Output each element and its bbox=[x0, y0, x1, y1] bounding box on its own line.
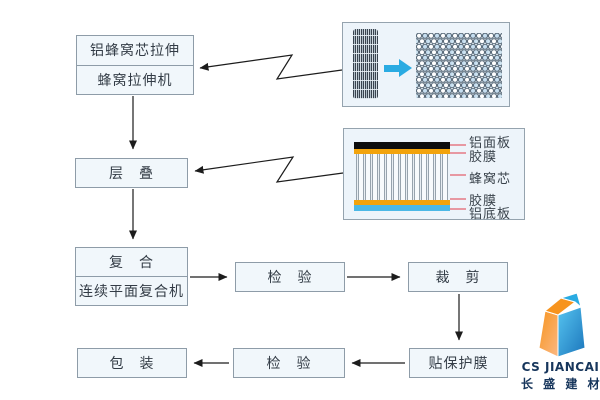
logo-text-zh: 长 盛 建 材 bbox=[521, 377, 600, 391]
flow-box-layer: 层 叠 bbox=[75, 158, 188, 188]
label-tick bbox=[450, 152, 466, 154]
panel-layers-illustration: 铝面板 胶膜 蜂窝芯 胶膜 铝底板 bbox=[343, 128, 525, 222]
expand-arrow-icon bbox=[384, 65, 399, 72]
layer-label-film-top: 胶膜 bbox=[469, 150, 498, 165]
flow-box-pack: 包 装 bbox=[77, 348, 187, 378]
honeycomb-core-graphic bbox=[356, 154, 448, 200]
aluminum-bottom-layer-graphic bbox=[354, 205, 450, 211]
expand-arrow-tip-icon bbox=[399, 59, 412, 77]
flow-box-inspect2-label: 检 验 bbox=[266, 356, 312, 372]
logo-cube-icon bbox=[537, 292, 586, 358]
flow-box-film: 贴保护膜 bbox=[409, 348, 508, 378]
layer-label-bottom: 铝底板 bbox=[469, 207, 512, 222]
flow-box-composite-line1: 复 合 bbox=[109, 255, 154, 271]
flow-box-inspect2: 检 验 bbox=[233, 348, 345, 378]
flow-box-stretch-line1: 铝蜂窝芯拉伸 bbox=[90, 43, 180, 60]
flow-box-pack-label: 包 装 bbox=[109, 356, 155, 372]
flow-box-stretch-line2: 蜂窝拉伸机 bbox=[77, 64, 193, 95]
compressed-honeycomb-graphic bbox=[353, 29, 378, 99]
label-tick bbox=[450, 208, 466, 210]
adhesive-film-top-graphic bbox=[354, 149, 450, 154]
adhesive-film-bottom-graphic bbox=[354, 200, 450, 205]
label-tick bbox=[450, 174, 466, 176]
zigzag-connector-layer bbox=[194, 156, 344, 183]
flow-box-inspect1-label: 检 验 bbox=[267, 270, 313, 286]
flow-box-composite-line2: 连续平面复合机 bbox=[76, 276, 187, 305]
flow-box-composite: 复 合 连续平面复合机 bbox=[75, 247, 188, 306]
flow-box-cut-label: 裁 剪 bbox=[435, 270, 481, 286]
flow-box-inspect1: 检 验 bbox=[235, 262, 345, 292]
flow-box-film-label: 贴保护膜 bbox=[428, 356, 489, 372]
flow-box-layer-label: 层 叠 bbox=[109, 166, 154, 182]
label-tick bbox=[450, 144, 466, 146]
logo-text-en: CS JIANCAI bbox=[521, 360, 600, 374]
expanded-honeycomb-graphic bbox=[416, 33, 502, 98]
flow-box-stretch: 铝蜂窝芯拉伸 蜂窝拉伸机 bbox=[76, 35, 194, 95]
zigzag-connector-stretch bbox=[199, 54, 343, 80]
company-logo: CS JIANCAI 长 盛 建 材 bbox=[521, 288, 600, 392]
honeycomb-stretch-illustration bbox=[342, 22, 510, 107]
layer-label-core: 蜂窝芯 bbox=[469, 172, 512, 187]
aluminum-face-layer-graphic bbox=[354, 142, 450, 149]
label-tick bbox=[450, 198, 466, 200]
layer-label-film-bottom: 胶膜 bbox=[469, 194, 498, 209]
layer-label-face: 铝面板 bbox=[469, 136, 512, 151]
flow-box-cut: 裁 剪 bbox=[408, 262, 508, 292]
